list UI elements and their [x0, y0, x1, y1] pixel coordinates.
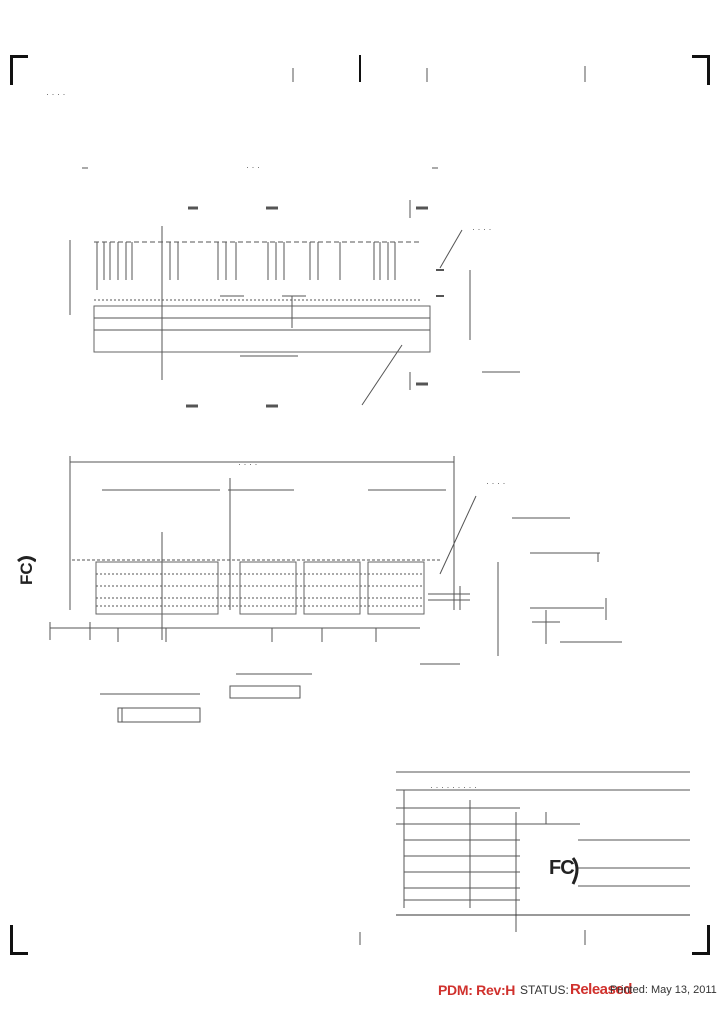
svg-text:FC: FC: [549, 857, 574, 879]
crop-mark-top-left: [10, 55, 28, 58]
crop-mark-top-left-v: [10, 55, 13, 85]
crop-mark-bottom-right-v: [707, 925, 710, 955]
fci-logo-icon: FC: [549, 857, 579, 885]
faint-annotation: · · ·: [246, 162, 260, 172]
faint-annotation: · · · · · · · · ·: [430, 782, 477, 792]
crop-mark-bottom-left-v: [10, 925, 13, 955]
faint-annotation: · · · ·: [472, 224, 492, 234]
faint-annotation: · · · ·: [486, 478, 506, 488]
printed-date: Printed: May 13, 2011: [610, 984, 717, 996]
faint-annotation: · · · ·: [238, 459, 258, 469]
document-footer: PDM: Rev:H STATUS: Released Printed: May…: [438, 981, 718, 1002]
fci-side-logo-icon: FC: [17, 556, 36, 585]
faint-annotation: · · · ·: [46, 89, 66, 99]
svg-text:FC: FC: [17, 562, 36, 585]
pdm-revision: PDM: Rev:H: [438, 982, 516, 998]
crop-mark-bottom-right: [692, 952, 710, 955]
status-label: STATUS:: [520, 983, 569, 997]
crop-mark-top-right-v: [707, 55, 710, 85]
crop-mark-top-right: [692, 55, 710, 58]
status-value: Released: [570, 981, 632, 998]
crop-mark-bottom-left: [10, 952, 28, 955]
